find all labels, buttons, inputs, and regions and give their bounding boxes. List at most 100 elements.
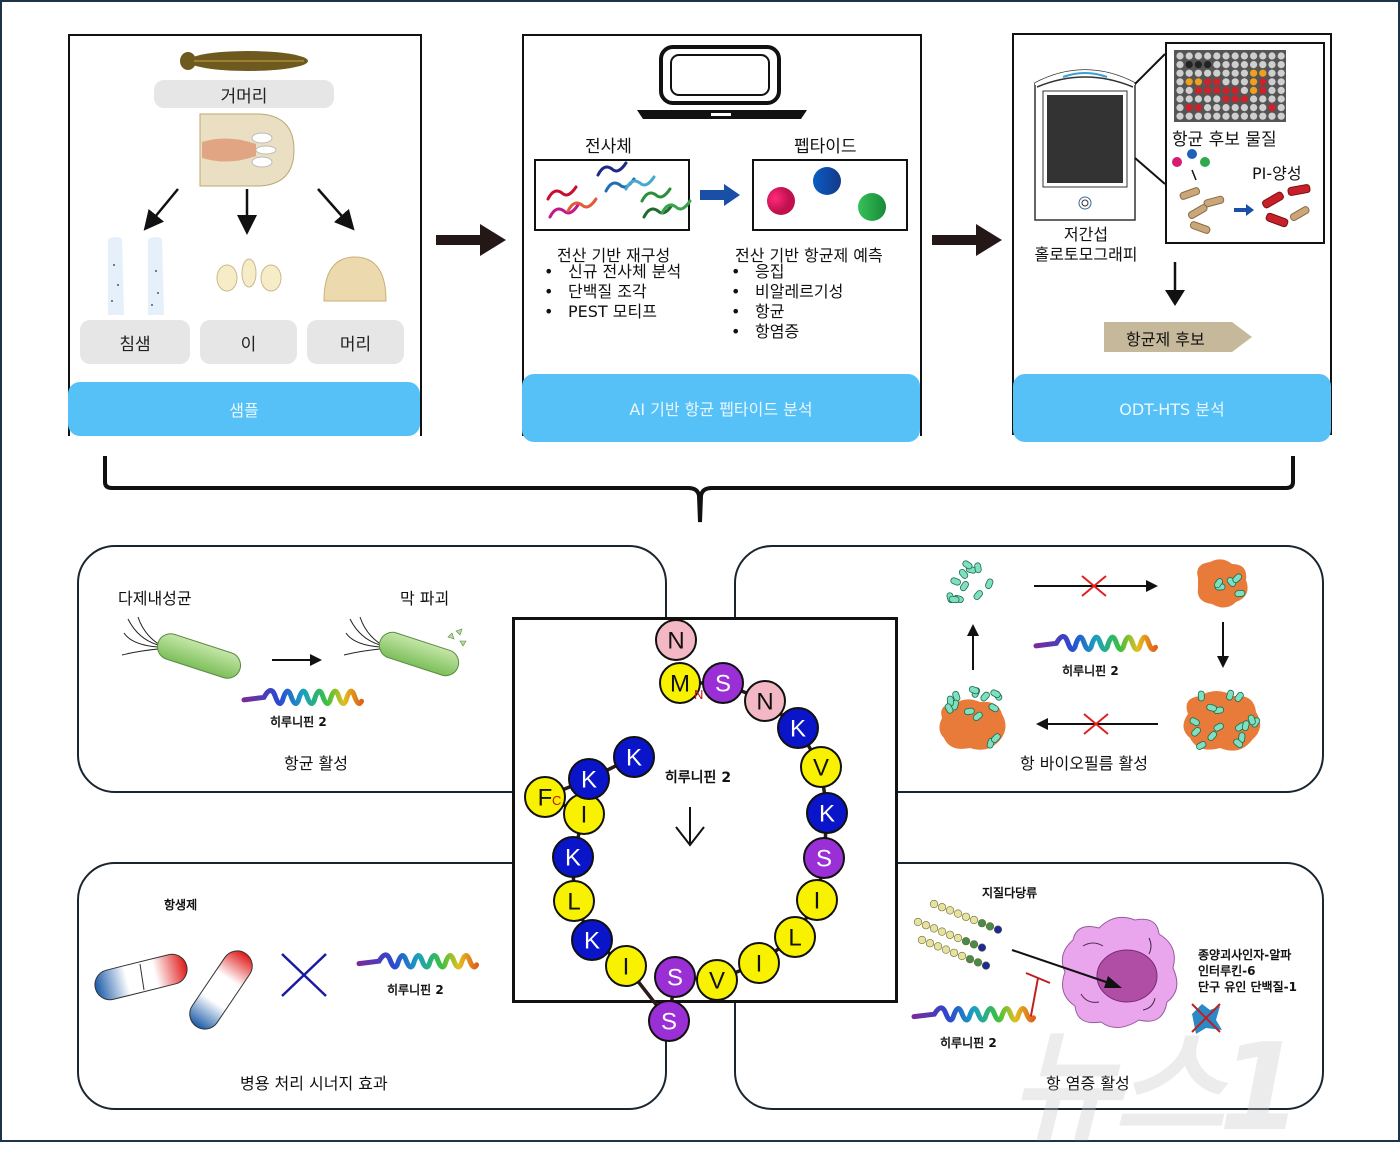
leech-label: 거머리 [154,80,334,108]
peptide-box [752,159,908,231]
bacterium-cell [1213,722,1224,732]
well [1213,86,1221,94]
residue-s [803,837,845,879]
lps-label: 지질다당류 [982,886,1038,900]
well [1176,112,1184,120]
lps-unit [985,922,995,931]
helix-ribbon [356,952,480,970]
lps-unit [957,951,967,961]
bacterium-cell [959,581,969,592]
well [1277,69,1285,77]
lps-unit [961,937,971,946]
well [1277,61,1285,69]
lps-unit [977,943,987,952]
membrane-disruption-label: 막 파괴 [400,589,450,608]
well [1204,61,1212,69]
lps-unit [949,948,959,957]
well [1268,78,1276,86]
residue-v [800,746,842,788]
well [1240,61,1248,69]
list-item: 신규 전사체 분석 [542,262,681,282]
branch-arrows [143,188,355,235]
well [1259,112,1267,120]
peptide-label: 히루니핀 2 [940,1036,997,1050]
cytokine-mcp1: 단구 유인 단백질-1 [1198,980,1297,994]
well [1277,52,1285,60]
leech-head-icon [199,113,295,187]
residue-label: V [709,968,725,995]
residue-i [738,942,780,984]
bacterium-cell [985,578,994,589]
well [1185,86,1193,94]
bacterium-cell [1234,589,1246,598]
plate-label: 항균 후보 물질 [1172,130,1277,150]
well [1250,104,1258,112]
residue-label: I [756,951,763,978]
wheel-center [604,724,800,920]
device-label: 저간섭 홀로토모그래피 [1030,225,1142,265]
well [1268,104,1276,112]
well [1204,95,1212,103]
well [1222,112,1230,120]
lps-unit [913,917,923,927]
lps-unit [969,940,979,949]
synergy-footer: 병용 처리 시너지 효과 [240,1074,388,1093]
well [1213,95,1221,103]
right-list: 응집 비알레르기성 항균 항염증 [729,262,843,342]
helix-ribbon [1033,634,1159,652]
bacterium-cell [991,733,1001,743]
antibiotic-label: 항생제 [164,898,198,912]
residue-f [524,776,566,818]
well [1194,78,1202,86]
well [1231,95,1239,103]
bacterium-cell [950,577,961,586]
well [1277,112,1285,120]
well [1240,112,1248,120]
mdr-bacteria-label: 다제내성균 [118,589,192,608]
bacterium-cell [974,562,982,574]
bacterium-cell [1206,703,1217,712]
antibacterial-footer: 항균 활성 [284,754,348,773]
peptide-label: 펩타이드 [794,137,857,157]
residue-label: F [538,785,553,812]
well [1250,78,1258,86]
well [1259,52,1267,60]
residue-label: L [788,925,801,952]
well [1231,112,1239,120]
residue-s [654,956,696,998]
well [1231,78,1239,86]
mature-biofilm-icon [1183,689,1261,751]
well [1185,104,1193,112]
down-arrow-right [1217,622,1229,668]
residue-v [696,959,738,1001]
well [1222,61,1230,69]
leech-icon [180,51,308,71]
residue-label: K [790,716,806,743]
residue-k [571,919,613,961]
helix-ribbon [911,1005,1037,1023]
well [1204,112,1212,120]
bacterium-cell [968,686,980,695]
salivary-gland-icon [108,237,164,315]
lps-chains-icon [913,899,1003,970]
watermark: 뉴스1 [1010,1019,1302,1158]
flow-arrow-1 [436,224,506,256]
helix-ribbon [241,688,365,706]
bacterium-cell [962,560,973,570]
residue-k [777,707,819,749]
bacterium-cell [1233,738,1244,748]
well [1176,95,1184,103]
well [1176,104,1184,112]
well [1250,95,1258,103]
well [1259,86,1267,94]
laptop-icon [637,45,807,119]
bacterium-cell [963,707,975,716]
peptide-helix-icon [356,952,480,970]
well [1194,52,1202,60]
right-arrow [272,654,322,666]
peptide-helix-icon [1033,634,1159,652]
left-list: 신규 전사체 분석 단백질 조각 PEST 모티프 [542,262,681,322]
odt-footer: ODT-HTS 분석 [1013,374,1331,442]
device-label-line1: 저간섭 [1063,225,1109,244]
well [1240,69,1248,77]
